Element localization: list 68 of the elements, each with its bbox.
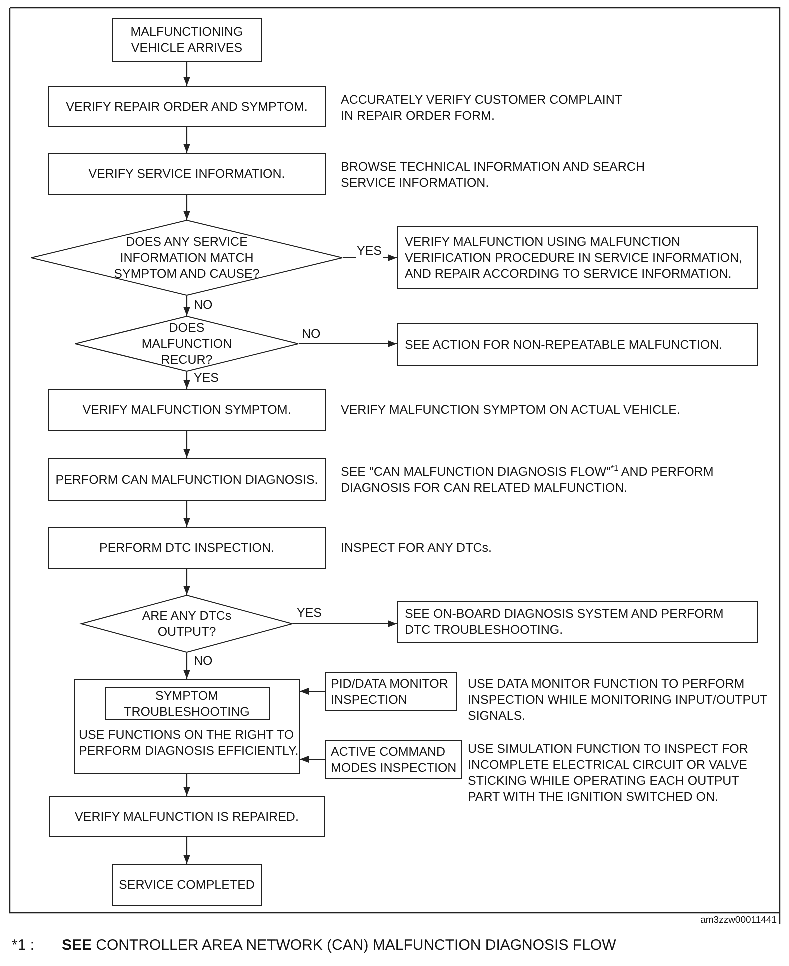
note-text: USE DATA MONITOR FUNCTION TO PERFORM INSPECTION WHILE MONITORING INPUT/OUTPUT SIGNALS.	[468, 676, 769, 724]
box-text: USE FUNCTIONS ON THE RIGHT TO PERFORM DIAGNOSIS EFFICIENTLY.	[79, 727, 299, 759]
process-box	[325, 672, 457, 711]
box-text: MALFUNCTIONING VEHICLE ARRIVES	[130, 24, 244, 56]
box-text: PID/DATA MONITOR INSPECTION	[331, 676, 450, 708]
arrow	[343, 254, 397, 262]
box-text: PERFORM CAN MALFUNCTION DIAGNOSIS.	[56, 472, 318, 488]
process-box	[397, 601, 758, 643]
arrow	[299, 340, 397, 348]
figure-id: am3zzw00011441	[700, 915, 777, 926]
arrow	[184, 296, 190, 316]
arrow	[184, 774, 190, 796]
box-text: SERVICE COMPLETED	[119, 877, 255, 893]
footnote-mark: *1 :	[12, 937, 35, 954]
arrow	[184, 653, 190, 679]
process-box	[48, 153, 326, 195]
process-box	[48, 389, 326, 431]
note-text: ACCURATELY VERIFY CUSTOMER COMPLAINT IN REPAIR ORDER FORM.	[341, 92, 624, 124]
edge-label: YES	[296, 606, 324, 620]
box-text: PERFORM DTC INSPECTION.	[99, 540, 274, 556]
arrow	[184, 372, 190, 389]
edge-label: YES	[193, 371, 220, 385]
footnote-text: SEE CONTROLLER AREA NETWORK (CAN) MALFUNCTION DIAGNOSIS FLOW	[62, 937, 616, 954]
note-text: INSPECT FOR ANY DTCs.	[341, 540, 493, 556]
box-text: VERIFY MALFUNCTION IS REPAIRED.	[75, 808, 299, 824]
process-box	[325, 740, 462, 779]
arrow	[184, 62, 190, 86]
box-text: SEE ON-BOARD DIAGNOSIS SYSTEM AND PERFORM DTC TROUBLESHOOTING.	[405, 606, 725, 638]
process-box	[112, 18, 262, 62]
box-text: VERIFY REPAIR ORDER AND SYMPTOM.	[66, 98, 308, 114]
decision-text: DOES MALFUNCTION RECUR?	[140, 320, 234, 368]
note-text: SEE "CAN MALFUNCTION DIAGNOSIS FLOW"$^{*1}$ AND PERFORM DIAGNOSIS FOR CAN RELATED MALFUNCTION.	[341, 464, 715, 496]
note-text: VERIFY MALFUNCTION SYMPTOM ON ACTUAL VEHICLE.	[341, 402, 682, 418]
box-text: SEE ACTION FOR NON-REPEATABLE MALFUNCTION.	[405, 336, 723, 352]
arrow	[184, 431, 190, 458]
edge-label: YES	[356, 244, 384, 258]
decision-diamond	[81, 595, 293, 653]
decision-text: ARE ANY DTCs OUTPUT?	[141, 608, 233, 640]
process-box	[48, 527, 326, 569]
arrow	[300, 688, 325, 695]
arrow	[293, 620, 397, 628]
process-box	[48, 458, 326, 501]
decision-diamond	[31, 220, 343, 296]
arrow	[184, 837, 190, 864]
process-box	[48, 86, 326, 127]
process-box	[112, 864, 262, 906]
edge-label: NO	[301, 327, 322, 341]
note-text: USE SIMULATION FUNCTION TO INSPECT FOR INCOMPLETE ELECTRICAL CIRCUIT OR VALVE STICKING WHILE OPERATING EACH OUTPUT PART WITH THE IGNITION SWITCHED ON.	[468, 741, 750, 805]
box-text: VERIFY MALFUNCTION USING MALFUNCTION VERIFICATION PROCEDURE IN SERVICE INFORMATION, AND REPAIR ACCORDING TO SERVICE INFORMATION.	[405, 234, 744, 282]
note-text: BROWSE TECHNICAL INFORMATION AND SEARCH SERVICE INFORMATION.	[341, 159, 646, 191]
box-text: VERIFY MALFUNCTION SYMPTOM.	[82, 402, 292, 418]
arrow	[184, 501, 190, 527]
process-box	[74, 679, 300, 774]
arrow	[184, 127, 190, 153]
process-box	[397, 226, 758, 289]
edge-label: NO	[193, 298, 214, 312]
process-box	[49, 796, 325, 837]
process-box	[397, 323, 758, 366]
decision-diamond	[75, 316, 299, 372]
arrow	[184, 195, 190, 220]
arrow	[184, 569, 190, 595]
arrow	[300, 756, 325, 763]
box-text: SYMPTOM TROUBLESHOOTING	[123, 688, 251, 720]
process-box	[104, 687, 270, 720]
decision-text: DOES ANY SERVICE INFORMATION MATCH SYMPTOM AND CAUSE?	[113, 234, 261, 282]
box-text: ACTIVE COMMAND MODES INSPECTION	[331, 744, 458, 776]
box-text: VERIFY SERVICE INFORMATION.	[88, 166, 286, 182]
edge-label: NO	[193, 654, 214, 668]
